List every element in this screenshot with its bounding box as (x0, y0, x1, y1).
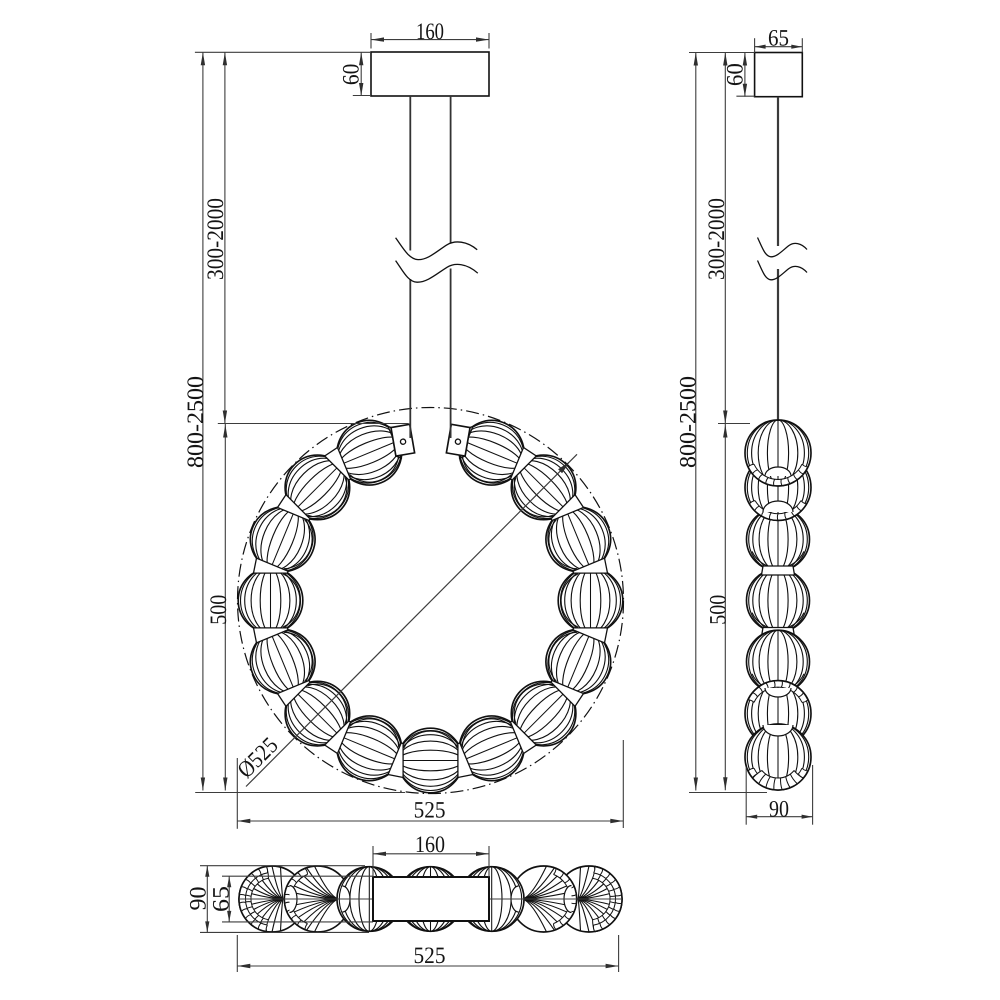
svg-text:65: 65 (768, 26, 789, 52)
svg-text:300-2000: 300-2000 (203, 198, 229, 280)
svg-text:800-2500: 800-2500 (676, 376, 702, 468)
svg-text:65: 65 (209, 886, 235, 912)
svg-text:300-2000: 300-2000 (704, 198, 730, 280)
svg-text:90: 90 (769, 796, 789, 822)
svg-text:60: 60 (723, 63, 749, 86)
svg-text:160: 160 (416, 19, 444, 45)
svg-text:500: 500 (206, 595, 232, 625)
svg-text:60: 60 (339, 64, 365, 86)
svg-text:160: 160 (415, 832, 445, 858)
svg-text:800-2500: 800-2500 (183, 376, 209, 468)
svg-text:90: 90 (186, 887, 212, 911)
svg-text:525: 525 (414, 798, 446, 824)
svg-text:525: 525 (414, 943, 446, 969)
svg-text:500: 500 (706, 595, 732, 625)
